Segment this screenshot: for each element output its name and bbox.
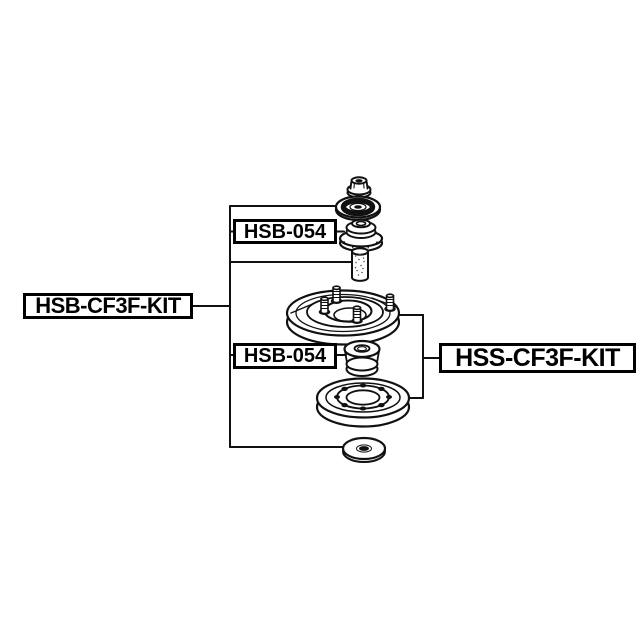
flange-nut-part [346,176,372,199]
right-connector-lines [397,314,441,399]
label-hss-cf3f-kit: HSS-CF3F-KIT [439,343,636,373]
label-hsb-054-bottom: HSB-054 [233,343,337,369]
mount-stud-4 [384,293,396,312]
label-hsb-cf3f-kit: HSB-CF3F-KIT [23,293,193,319]
mount-stud-2 [318,296,331,315]
mount-stud-1 [330,285,343,304]
bearing-plate-part [315,377,411,428]
seal-washer-part [334,195,382,222]
flat-washer-part [341,436,387,463]
left-connector-lines [192,205,353,448]
mount-stud-3 [351,305,363,324]
lower-bushing-part [343,339,381,377]
upper-bushing-part [338,218,384,253]
bearing-castellation-tabs [334,383,392,411]
spacer-sleeve-part [351,247,369,282]
strut-mount-plate-part [285,285,401,346]
label-hsb-054-top: HSB-054 [233,219,337,244]
